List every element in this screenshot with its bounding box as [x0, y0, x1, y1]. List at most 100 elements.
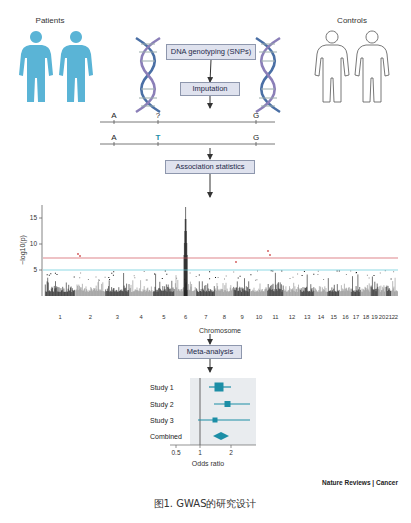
- snp-mass: [251, 284, 267, 297]
- patient-figure: [19, 31, 53, 102]
- chromosome-number: 13: [304, 315, 310, 321]
- process-box: Imputation: [180, 82, 240, 96]
- axis-title: Odds ratio: [192, 460, 224, 467]
- snp-mass: [130, 280, 152, 296]
- group-label: Patients: [36, 17, 65, 25]
- snp-mass: [106, 273, 129, 296]
- chromosome-number: 1: [59, 315, 62, 321]
- snp-mass: [379, 285, 386, 296]
- chromosome-number: 8: [223, 315, 226, 321]
- hit-point: [235, 261, 237, 263]
- reference-line: [200, 378, 201, 445]
- axis-tick-label: 5: [33, 267, 37, 274]
- imputed-allele: T: [156, 134, 161, 142]
- snp-points: [337, 271, 340, 272]
- snp-points: [271, 270, 283, 271]
- snp-tick: [114, 142, 115, 146]
- chromosome-number: 20: [379, 315, 385, 321]
- flow-arrow: [210, 148, 211, 159]
- chromosome-number: 7: [204, 315, 207, 321]
- manhattan-points: [45, 207, 397, 296]
- snp-mass: [234, 278, 250, 296]
- study-label: Combined: [150, 433, 182, 440]
- box-text: Association statistics: [175, 163, 244, 171]
- snp-points: [47, 273, 75, 278]
- box-text: DNA genotyping (SNPs): [171, 48, 251, 56]
- snp-mass: [268, 273, 284, 296]
- axis-tick-label: 1: [198, 450, 202, 457]
- snp-mass: [76, 279, 105, 296]
- hit-point: [77, 253, 79, 255]
- flow-arrow: [210, 174, 211, 197]
- hit-point: [267, 250, 269, 252]
- x-axis: [170, 445, 256, 446]
- snp-points: [374, 275, 375, 276]
- flow-arrow: [210, 334, 211, 344]
- snp-points: [154, 270, 167, 279]
- chromosome-number: 4: [140, 315, 143, 321]
- axis-tick-label: 2: [229, 450, 233, 457]
- snp-mass: [371, 277, 378, 297]
- snp-points: [134, 271, 148, 280]
- chromosome-number: 19: [371, 315, 377, 321]
- chromosome-number: 18: [363, 315, 369, 321]
- effect-square: [213, 418, 218, 423]
- chromosome-number: 14: [318, 315, 324, 321]
- snp-points: [391, 279, 392, 280]
- sequence-line: [100, 144, 275, 145]
- process-box: Meta-analysis: [178, 345, 242, 359]
- snp-tick: [158, 142, 159, 146]
- snp-mass: [361, 283, 370, 296]
- chromosome-number: 11: [273, 315, 279, 321]
- chromosome-number: 12: [289, 315, 295, 321]
- effect-square: [215, 383, 224, 392]
- snp-mass: [216, 283, 233, 296]
- sequence-line: [100, 122, 275, 123]
- snp-mass: [328, 278, 339, 296]
- allele-letter: ?: [156, 112, 160, 120]
- axis-tick: [39, 218, 42, 219]
- axis-tick-label: 0.5: [171, 450, 180, 457]
- snp-points: [346, 270, 351, 275]
- box-text: Meta-analysis: [187, 348, 233, 356]
- axis-tick: [231, 445, 232, 448]
- snp-mass: [315, 286, 327, 296]
- chromosome-number: 6: [184, 315, 187, 321]
- process-box: DNA genotyping (SNPs): [166, 44, 256, 60]
- snp-mass: [340, 284, 350, 296]
- effect-square: [225, 401, 231, 407]
- axis-tick-label: 10: [30, 241, 37, 248]
- snp-tick: [158, 120, 159, 124]
- snp-tick: [114, 120, 115, 124]
- hit-point: [79, 255, 81, 257]
- snp-points: [79, 272, 105, 280]
- snp-tick: [256, 120, 257, 124]
- snp-points: [255, 270, 258, 280]
- process-box: Association statistics: [165, 160, 255, 174]
- snp-points: [393, 271, 394, 272]
- axis-title: −log10(p): [19, 235, 26, 265]
- study-label: Study 1: [150, 384, 174, 391]
- axis-tick: [39, 244, 42, 245]
- snp-points: [302, 271, 315, 276]
- allele-letter: A: [111, 112, 116, 120]
- axis-tick: [176, 445, 177, 448]
- control-figure: [355, 31, 389, 102]
- dna-helix: [136, 38, 160, 112]
- axis-tick-label: 15: [30, 215, 37, 222]
- combined-diamond: [213, 432, 229, 440]
- snp-points: [238, 274, 252, 278]
- axis-tick: [39, 270, 42, 271]
- hit-point: [269, 254, 271, 256]
- chromosome-number: 21: [386, 315, 392, 321]
- chromosome-number: 3: [116, 315, 119, 321]
- study-label: Study 2: [150, 401, 174, 408]
- chromosome-number: 22: [392, 315, 398, 321]
- snp-mass: [196, 281, 215, 296]
- chromosome-number: 15: [330, 315, 336, 321]
- allele-letter: A: [111, 134, 116, 142]
- confidence-interval: [214, 403, 250, 404]
- suggestive-line: [43, 270, 398, 271]
